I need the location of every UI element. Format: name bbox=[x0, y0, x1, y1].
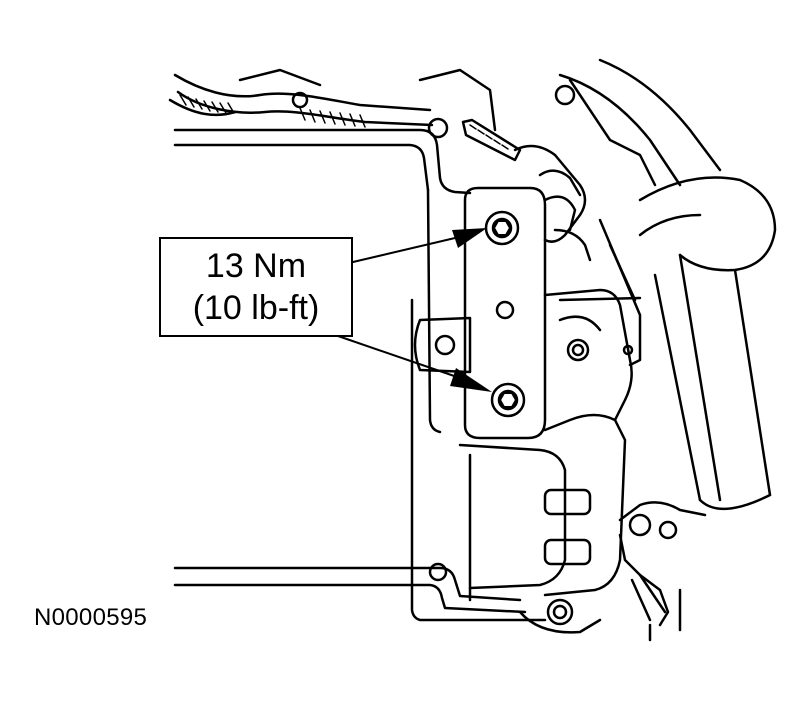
arrowhead-lower bbox=[450, 368, 492, 392]
torque-callout-box: 13 Nm (10 lb-ft) bbox=[159, 237, 353, 337]
transmission-pan bbox=[173, 117, 547, 622]
mount-bracket-plate bbox=[463, 186, 547, 440]
leader-line-lower bbox=[337, 335, 461, 379]
callout-leaders bbox=[337, 228, 492, 392]
torque-lbft-label: (10 lb-ft) bbox=[192, 289, 320, 327]
lower-insulator bbox=[458, 288, 642, 634]
upper-wiring bbox=[168, 68, 497, 132]
upper-bracket bbox=[461, 118, 592, 262]
leader-line-upper bbox=[352, 237, 456, 263]
coolant-tube bbox=[554, 58, 777, 642]
torque-nm-label: 13 Nm bbox=[205, 247, 307, 285]
arrowhead-upper bbox=[452, 228, 487, 248]
figure-id-label: N0000595 bbox=[34, 604, 148, 631]
